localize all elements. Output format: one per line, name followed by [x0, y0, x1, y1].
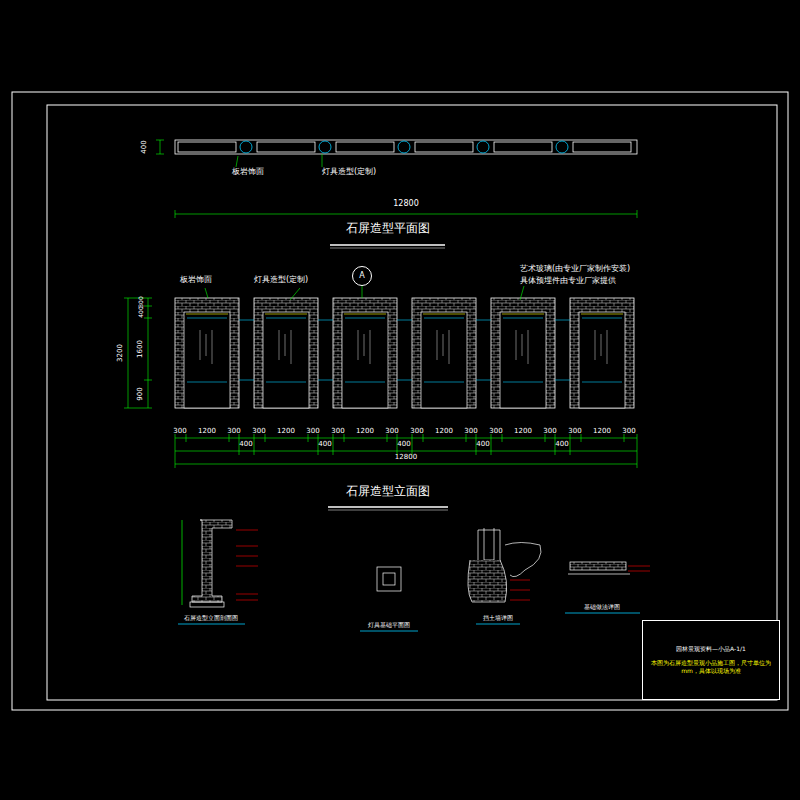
dimension-text: 400 [476, 441, 489, 449]
dimension-text: 1200 [514, 428, 532, 436]
dimension-text: 12800 [393, 200, 418, 209]
node-heading: 园林景观资料—小品A-1/1 [676, 645, 746, 653]
annotation: 石屏造型立面剖面图 [184, 615, 238, 622]
dimension-text: 1600 [137, 340, 145, 358]
dimension-text: 300 [252, 428, 265, 436]
dimension-text: 300 [385, 428, 398, 436]
dimension-text: 300 [138, 296, 145, 307]
dimension-text: 12800 [395, 454, 417, 462]
dimension-text: 1200 [435, 428, 453, 436]
dimension-text: 400 [397, 441, 410, 449]
dimension-text: 300 [622, 428, 635, 436]
dimension-text: 900 [137, 387, 145, 400]
annotation: 板岩饰面 [180, 276, 212, 285]
dimension-text: 300 [464, 428, 477, 436]
dimension-text: 400 [138, 306, 145, 317]
dimension-text: 1200 [593, 428, 611, 436]
node-heading: A [359, 271, 364, 281]
annotation: 具体预埋件由专业厂家提供 [520, 277, 616, 286]
dimension-text: 300 [568, 428, 581, 436]
dimension-text: 3200 [117, 344, 125, 362]
dimension-text: 400 [555, 441, 568, 449]
view-title: 石屏造型立面图 [346, 485, 430, 498]
dimension-text: 300 [306, 428, 319, 436]
dimension-text: 300 [410, 428, 423, 436]
node-note: 本图为石屏造型景观小品施工图，尺寸单位为mm，具体以现场为准 [647, 659, 775, 675]
dimension-text: 300 [173, 428, 186, 436]
dimension-text: 300 [489, 428, 502, 436]
dimension-text: 400 [239, 441, 252, 449]
annotation: 灯具基础平面图 [368, 622, 410, 629]
dimension-text: 300 [543, 428, 556, 436]
dimension-text: 400 [141, 140, 149, 153]
annotation: 灯具造型(定制) [254, 276, 308, 285]
title-block: 园林景观资料—小品A-1/1 本图为石屏造型景观小品施工图，尺寸单位为mm，具体以… [642, 620, 780, 700]
dimension-text: 1200 [356, 428, 374, 436]
dimension-text: 300 [227, 428, 240, 436]
annotation: 灯具造型(定制) [322, 168, 376, 177]
dimension-text: 400 [318, 441, 331, 449]
dimension-text: 1200 [277, 428, 295, 436]
annotation: 挡土墙详图 [483, 615, 513, 622]
annotation: 基础做法详图 [584, 604, 620, 611]
annotation: 艺术玻璃(由专业厂家制作安装) [520, 265, 630, 274]
callout-circle: A [352, 266, 372, 286]
view-title: 石屏造型平面图 [346, 222, 430, 235]
annotation: 板岩饰面 [232, 168, 264, 177]
dimension-text: 1200 [198, 428, 216, 436]
dimension-text: 300 [331, 428, 344, 436]
